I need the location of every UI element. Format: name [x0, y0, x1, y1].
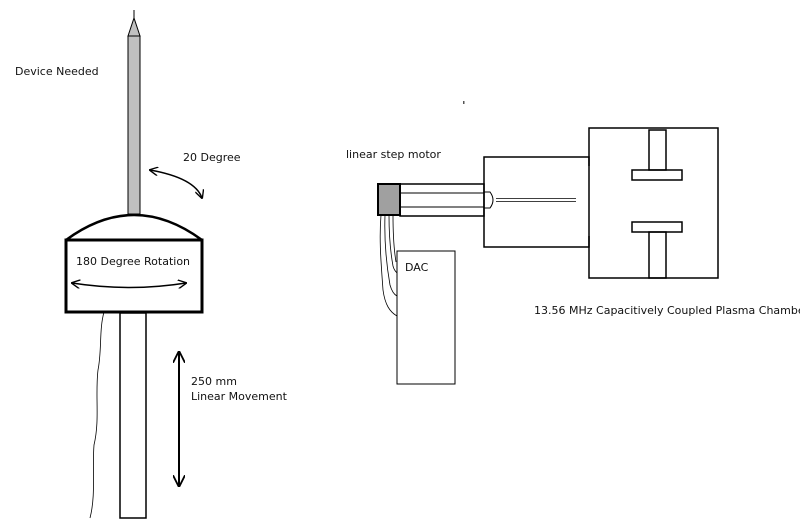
rotation-label: 180 Degree Rotation	[76, 255, 190, 268]
dac-label: DAC	[405, 261, 429, 274]
tilt-label: 20 Degree	[183, 151, 241, 164]
lower-electrode	[631, 221, 683, 233]
probe-rod	[127, 10, 141, 215]
plasma-chamber-assembly	[377, 127, 719, 385]
upper-electrode	[631, 169, 683, 181]
dac-box	[396, 250, 456, 385]
stray-mark	[463, 101, 465, 104]
linear-label-line2: Linear Movement	[191, 390, 288, 403]
step-motor	[377, 183, 401, 216]
tilt-arrow	[150, 170, 202, 198]
plasma-chamber	[588, 127, 719, 279]
side-port	[483, 156, 590, 248]
probe-tip	[483, 191, 494, 209]
device-dome	[65, 213, 203, 242]
chamber-label: 13.56 MHz Capacitively Coupled Plasma Ch…	[534, 304, 800, 317]
motor-label: linear step motor	[346, 148, 441, 161]
probe-device	[64, 10, 204, 519]
rotation-housing	[64, 238, 204, 314]
rotation-arrow	[72, 283, 186, 288]
device-needed-label: Device Needed	[15, 65, 99, 78]
actuator-inner-tube	[399, 192, 485, 208]
motor-wires	[379, 214, 398, 317]
linear-shaft	[119, 312, 147, 519]
device-cable	[89, 311, 105, 519]
actuator-outer-tube	[399, 183, 485, 217]
linear-label-line1: 250 mm	[191, 375, 237, 388]
